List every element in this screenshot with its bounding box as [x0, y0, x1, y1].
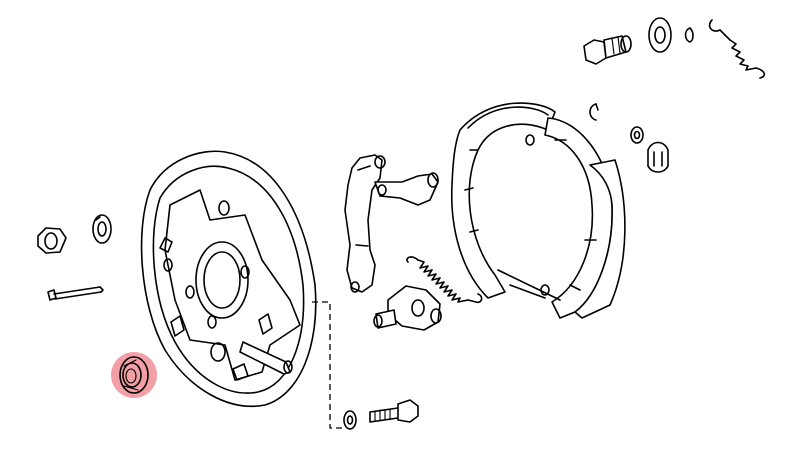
lock-washer	[92, 214, 112, 244]
return-spring	[708, 19, 766, 79]
adjuster-spring	[406, 256, 483, 304]
brake-shoe-front	[450, 102, 556, 299]
brake-shoe-rear	[497, 117, 626, 319]
hold-down-clip	[647, 141, 669, 173]
lower-bolt	[369, 399, 419, 423]
nut	[37, 227, 67, 254]
parking-brake-lever	[344, 154, 439, 293]
adjuster-assembly	[373, 285, 442, 331]
retaining-bolt	[47, 286, 104, 301]
clip	[684, 27, 694, 43]
grease-cap	[111, 352, 157, 398]
retainer-cup	[630, 126, 644, 144]
small-clip	[589, 103, 599, 121]
assembly-leader-line	[312, 301, 345, 429]
upper-stud	[583, 35, 632, 65]
lower-washer	[343, 410, 357, 430]
star-washer	[648, 17, 672, 53]
backing-plate	[140, 150, 317, 407]
